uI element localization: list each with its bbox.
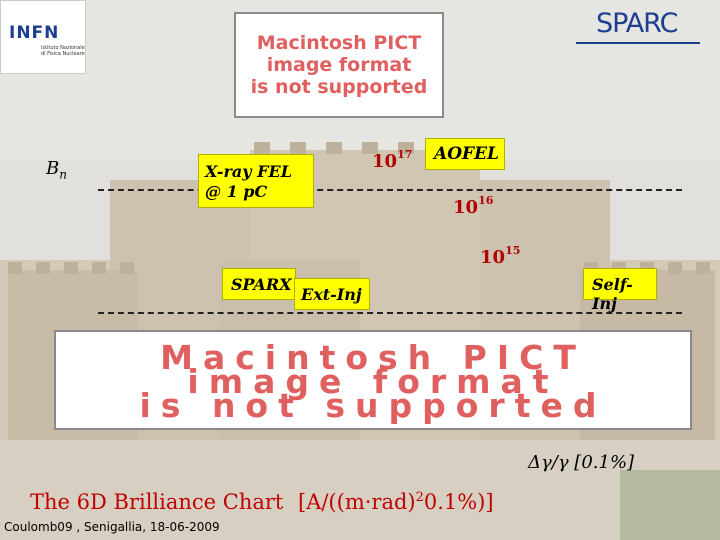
sparc-logo-text: SPARC <box>596 8 678 39</box>
level-exponent: 16 <box>478 194 494 207</box>
aofel-box: AOFEL <box>425 138 505 170</box>
unsupported-image-placeholder-top: Macintosh PICT image format is not suppo… <box>234 12 444 118</box>
sparx-label: SPARX <box>231 275 292 294</box>
level-10-16: 1016 <box>453 194 493 218</box>
xray-fel-box: X-ray FEL @ 1 pC <box>198 154 314 208</box>
sparc-logo: SPARC <box>576 6 700 48</box>
dashed-line-upper <box>98 189 682 191</box>
ext-inj-label: Ext-Inj <box>301 285 362 304</box>
level-10-15: 1015 <box>480 244 520 268</box>
placeholder-line: is not supported <box>250 76 428 98</box>
sparx-box: SPARX <box>222 268 296 300</box>
x-axis-label: Δγ/γ [0.1%] <box>528 452 635 473</box>
infn-logo-text: INFN <box>9 23 60 43</box>
level-base: 10 <box>453 197 479 218</box>
placeholder-line: image format <box>187 362 559 401</box>
level-exponent: 15 <box>505 244 521 257</box>
brilliance-unit: [A/((m·rad)20.1%)] <box>298 490 494 514</box>
infn-logo: INFN Istituto Nazionale di Fisica Nuclea… <box>0 0 86 74</box>
ext-inj-box: Ext-Inj <box>294 278 370 310</box>
y-axis-symbol: Bn <box>46 158 67 182</box>
y-axis-symbol-base: B <box>46 158 60 179</box>
level-exponent: 17 <box>397 148 413 161</box>
level-base: 10 <box>480 247 506 268</box>
placeholder-line: Macintosh PICT <box>160 338 586 377</box>
y-axis-symbol-subscript: n <box>59 167 67 182</box>
level-10-17: 1017 <box>372 148 412 172</box>
self-inj-label: Self-Inj <box>592 275 633 313</box>
conference-credit: Coulomb09 , Senigallia, 18-06-2009 <box>4 520 220 534</box>
placeholder-line: image format <box>266 54 412 76</box>
xray-fel-label: X-ray FEL <box>205 162 292 181</box>
dashed-line-lower <box>98 312 682 314</box>
placeholder-line: is not supported <box>139 386 607 425</box>
sparc-logo-underline <box>576 42 700 44</box>
unsupported-image-placeholder-bottom: Macintosh PICT image format is not suppo… <box>54 330 692 430</box>
slide-title: The 6D Brilliance Chart <box>30 490 284 514</box>
unit-exponent: 2 <box>415 490 424 505</box>
placeholder-line: Macintosh PICT <box>256 32 422 54</box>
xray-fel-charge-label: @ 1 pC <box>205 182 268 201</box>
infn-logo-subtitle: Istituto Nazionale di Fisica Nucleare <box>41 45 85 57</box>
self-inj-box: Self-Inj <box>583 268 657 313</box>
aofel-label: AOFEL <box>434 144 499 164</box>
unit-part-a: [A/((m·rad) <box>298 490 416 514</box>
unit-part-b: 0.1%)] <box>423 490 494 514</box>
level-base: 10 <box>372 151 398 172</box>
